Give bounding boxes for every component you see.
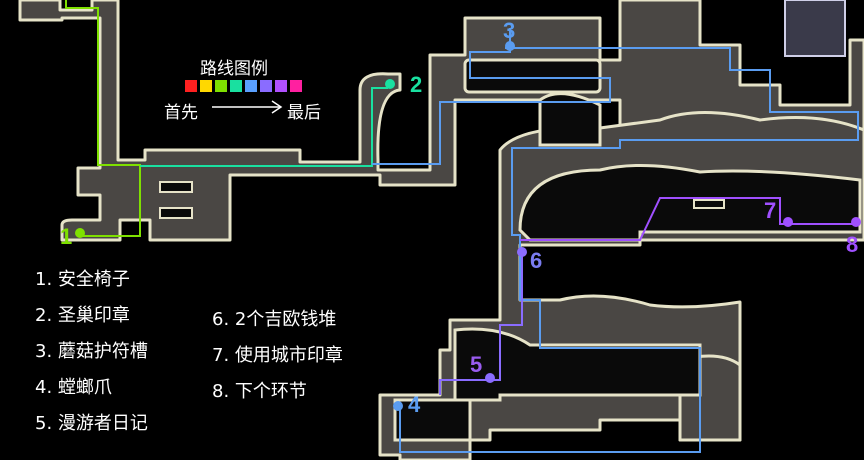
- key-item-6: 6. 2个吉欧钱堆: [212, 309, 337, 330]
- marker-label-3: 3: [503, 18, 515, 43]
- marker-label-4: 4: [408, 392, 421, 417]
- map-pale-rooms: [784, 0, 846, 57]
- legend-swatch: [215, 80, 227, 92]
- legend-first-label: 首先: [164, 103, 198, 123]
- marker-dots: [75, 41, 861, 411]
- legend-last-label: 最后: [287, 103, 321, 123]
- key-item-2: 2. 圣巢印章: [35, 305, 130, 326]
- marker-label-7: 7: [764, 198, 776, 223]
- key-item-4: 4. 螳螂爪: [35, 377, 112, 398]
- marker-dot-8: [851, 217, 861, 227]
- legend-arrow-icon: [212, 100, 283, 114]
- route-green: [65, 0, 141, 237]
- legend-swatch: [260, 80, 272, 92]
- map-cavities: [393, 58, 862, 442]
- legend-swatch: [275, 80, 287, 92]
- marker-label-6: 6: [530, 248, 542, 273]
- marker-labels: 1 2 3 4 5 6 7 8: [60, 18, 858, 417]
- marker-dot-7: [783, 217, 793, 227]
- key-item-3: 3. 蘑菇护符槽: [35, 341, 148, 362]
- route-paths: [65, 0, 860, 453]
- marker-label-1: 1: [60, 224, 72, 249]
- marker-label-5: 5: [470, 352, 482, 377]
- legend-swatch: [185, 80, 197, 92]
- key-item-8: 8. 下个环节: [212, 381, 307, 402]
- route-teal: [140, 87, 388, 167]
- route-purple: [520, 197, 860, 241]
- marker-dot-5: [485, 373, 495, 383]
- key-item-5: 5. 漫游者日记: [35, 413, 148, 434]
- marker-label-8: 8: [846, 232, 858, 257]
- legend-swatch: [290, 80, 302, 92]
- legend-swatch: [230, 80, 242, 92]
- marker-dot-1: [75, 228, 85, 238]
- marker-dot-4: [393, 401, 403, 411]
- legend-swatches: [185, 80, 302, 92]
- legend-title: 路线图例: [200, 59, 268, 79]
- key-item-1: 1. 安全椅子: [35, 269, 130, 290]
- route-violet: [439, 250, 523, 395]
- legend-swatch: [245, 80, 257, 92]
- legend-swatch: [200, 80, 212, 92]
- marker-label-2: 2: [410, 72, 422, 97]
- marker-dot-3: [505, 41, 515, 51]
- key-item-7: 7. 使用城市印章: [212, 345, 343, 366]
- marker-dot-2: [385, 79, 395, 89]
- route-blue: [372, 28, 859, 453]
- marker-dot-6: [517, 247, 527, 257]
- map-slots: [159, 181, 725, 219]
